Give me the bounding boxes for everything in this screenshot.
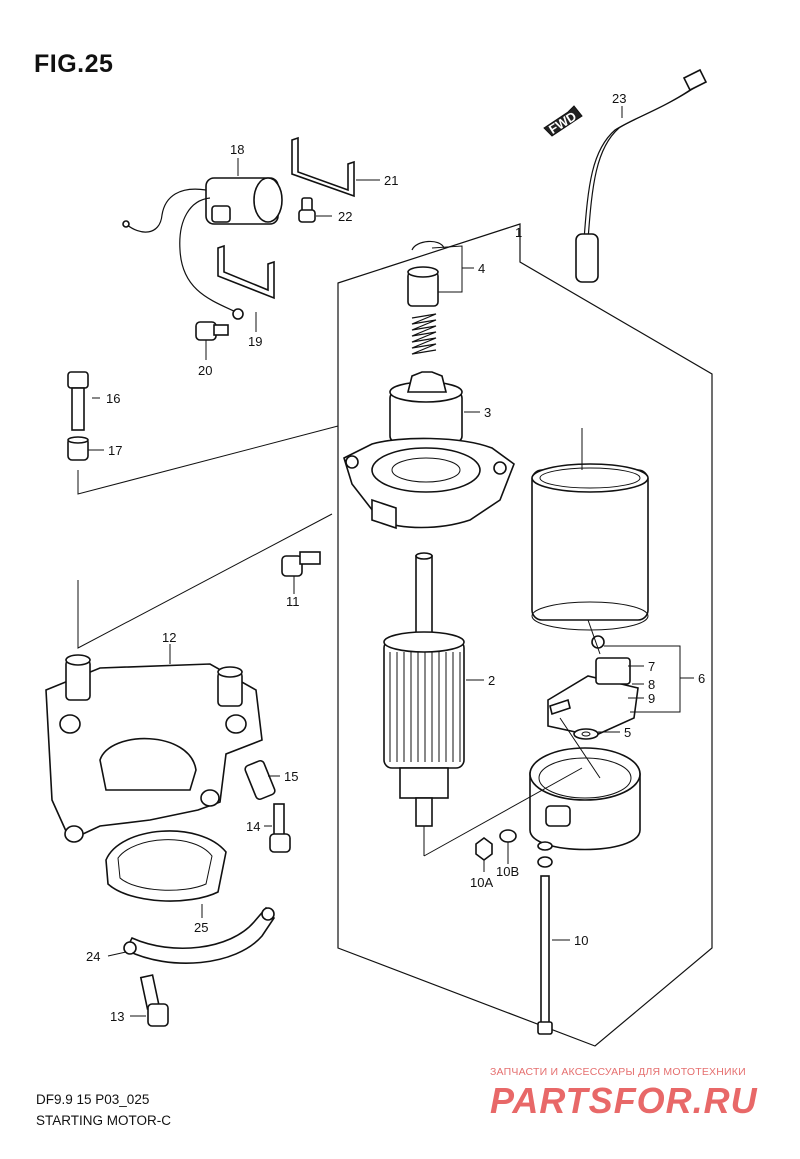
part-3-pinion bbox=[389, 371, 463, 443]
part-10-through-bolt bbox=[537, 841, 553, 1035]
part-24-band bbox=[123, 906, 275, 964]
callout-2: 2 bbox=[488, 673, 495, 688]
motor-yoke bbox=[531, 463, 649, 631]
part-11-bolt bbox=[281, 551, 321, 577]
callout-9: 9 bbox=[648, 691, 655, 706]
figure-name: STARTING MOTOR-C bbox=[36, 1113, 171, 1128]
watermark-brand: PARTSFOR.RU bbox=[490, 1080, 758, 1121]
watermark-subtitle: ЗАПЧАСТИ И АКСЕССУАРЫ ДЛЯ МОТОТЕХНИКИ bbox=[490, 1066, 746, 1078]
callout-6: 6 bbox=[698, 671, 705, 686]
figure-title: FIG.25 bbox=[34, 50, 114, 78]
callout-18: 18 bbox=[230, 142, 244, 157]
callout-1: 1 bbox=[515, 225, 522, 240]
callout-8: 8 bbox=[648, 677, 655, 692]
part-4-stopper bbox=[407, 240, 445, 307]
callout-7: 7 bbox=[648, 659, 655, 674]
figure-code: DF9.9 15 P03_025 bbox=[36, 1092, 150, 1107]
part-10a-nut bbox=[475, 837, 493, 861]
pinion-spring bbox=[411, 313, 437, 355]
brush-holder-assembly bbox=[547, 635, 639, 737]
part-20-bolt bbox=[195, 321, 229, 341]
callout-25: 25 bbox=[194, 920, 208, 935]
part-17-sleeve bbox=[67, 436, 89, 461]
callout-24: 24 bbox=[86, 949, 100, 964]
part-25-cushion-ring bbox=[105, 830, 227, 902]
commutator-end-cover bbox=[529, 747, 641, 851]
callout-23: 23 bbox=[612, 91, 626, 106]
assembly-outline bbox=[337, 223, 713, 1047]
callout-10: 10 bbox=[574, 933, 588, 948]
callout-11: 11 bbox=[286, 594, 300, 609]
callout-10b: 10B bbox=[496, 864, 519, 879]
callout-5: 5 bbox=[624, 725, 631, 740]
part-19-bracket bbox=[217, 244, 275, 300]
callout-14: 14 bbox=[246, 819, 260, 834]
part-12-mount-bracket bbox=[45, 654, 263, 843]
callout-12: 12 bbox=[162, 630, 176, 645]
part-15-sleeve bbox=[244, 759, 276, 801]
part-13-bolt bbox=[139, 974, 169, 1027]
part-18-starter-relay bbox=[122, 177, 283, 320]
reference-lines bbox=[77, 106, 694, 1017]
callout-4: 4 bbox=[478, 261, 485, 276]
callout-16: 16 bbox=[106, 391, 120, 406]
drive-end-housing bbox=[343, 437, 515, 530]
part-21-bracket bbox=[291, 136, 355, 198]
callout-20: 20 bbox=[198, 363, 212, 378]
part-23-lead-wire bbox=[575, 68, 708, 283]
callout-10a: 10A bbox=[470, 875, 493, 890]
fwd-direction-badge: FWD bbox=[543, 105, 583, 137]
callout-3: 3 bbox=[484, 405, 491, 420]
part-22-bolt bbox=[298, 197, 316, 223]
part-16-bolt bbox=[67, 371, 89, 431]
callout-15: 15 bbox=[284, 769, 298, 784]
callout-21: 21 bbox=[384, 173, 398, 188]
part-5-washer bbox=[573, 728, 599, 740]
callout-17: 17 bbox=[108, 443, 122, 458]
callout-labels: 1 2 3 4 5 6 7 8 9 10 10A 10B 11 12 13 14… bbox=[86, 91, 705, 1024]
callout-22: 22 bbox=[338, 209, 352, 224]
part-10b-washer bbox=[499, 829, 517, 843]
part-2-armature bbox=[383, 552, 465, 827]
callout-13: 13 bbox=[110, 1009, 124, 1024]
part-14-bolt bbox=[269, 803, 291, 853]
callout-19: 19 bbox=[248, 334, 262, 349]
